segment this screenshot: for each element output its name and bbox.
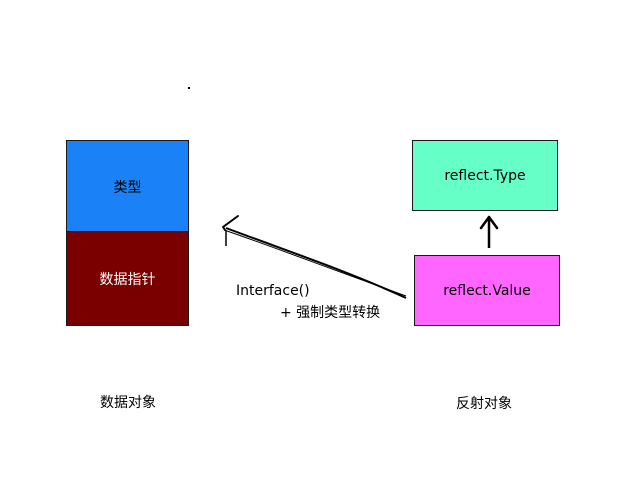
reflect-type-block: reflect.Type bbox=[412, 140, 558, 211]
data-object-type-label: 类型 bbox=[113, 179, 142, 196]
reflect-value-label: reflect.Value bbox=[443, 282, 531, 299]
conversion-label-line1: Interface() bbox=[236, 283, 310, 299]
value-to-type-arrow bbox=[479, 215, 499, 248]
reflect-object-caption: 反射对象 bbox=[456, 396, 512, 412]
conversion-label-line2: + 强制类型转换 bbox=[280, 305, 381, 321]
reflect-type-label: reflect.Type bbox=[444, 167, 526, 184]
reflect-value-block: reflect.Value bbox=[414, 255, 560, 326]
data-object-caption: 数据对象 bbox=[100, 395, 156, 411]
data-object-pointer-block: 数据指针 bbox=[66, 231, 189, 326]
stray-dot bbox=[188, 87, 190, 89]
data-object-pointer-label: 数据指针 bbox=[99, 271, 156, 288]
data-object-type-block: 类型 bbox=[66, 140, 189, 233]
